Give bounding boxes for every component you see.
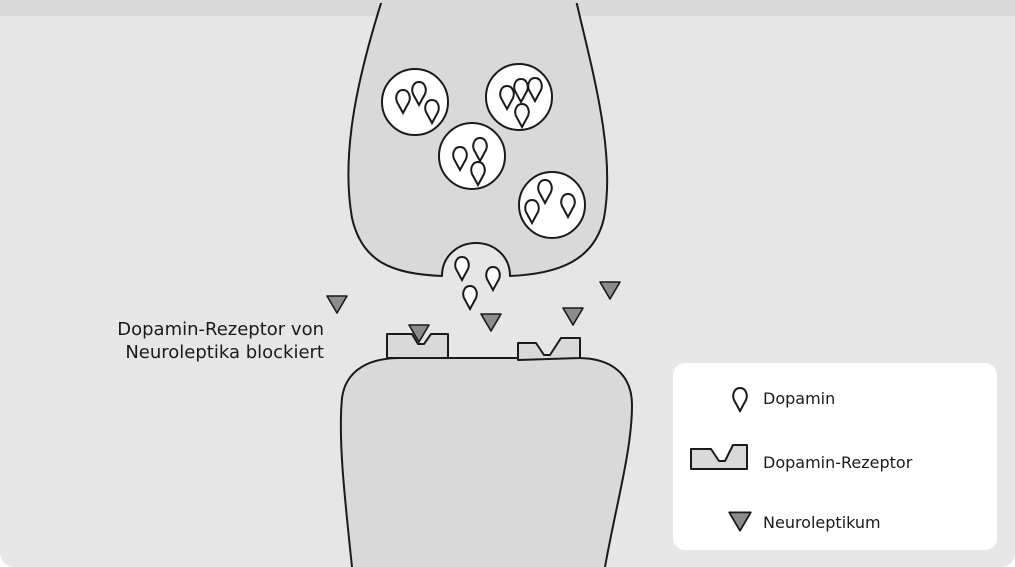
dopamine-drop-icon xyxy=(728,385,752,415)
annotation-line-1: Dopamin-Rezeptor von xyxy=(40,318,324,341)
annotation-line-2: Neuroleptika blockiert xyxy=(40,341,324,364)
postsynaptic-neuron xyxy=(341,358,632,567)
vesicle-4 xyxy=(519,172,585,238)
legend: Dopamin Dopamin-Rezeptor Neuroleptikum xyxy=(673,363,997,550)
legend-label-receptor: Dopamin-Rezeptor xyxy=(763,453,912,472)
legend-item-neuroleptic: Neuroleptikum xyxy=(673,503,997,543)
legend-item-receptor: Dopamin-Rezeptor xyxy=(673,441,997,481)
legend-item-dopamine: Dopamin xyxy=(673,385,997,425)
vesicle-3 xyxy=(439,123,505,189)
vesicle-1 xyxy=(382,69,448,135)
legend-label-dopamine: Dopamin xyxy=(763,389,835,408)
neuroleptic-triangle-icon xyxy=(727,509,753,533)
blocked-receptor-annotation: Dopamin-Rezeptor von Neuroleptika blocki… xyxy=(40,318,324,364)
vesicle-2 xyxy=(486,64,552,130)
receptor-icon xyxy=(689,443,749,471)
legend-label-neuroleptic: Neuroleptikum xyxy=(763,513,881,532)
